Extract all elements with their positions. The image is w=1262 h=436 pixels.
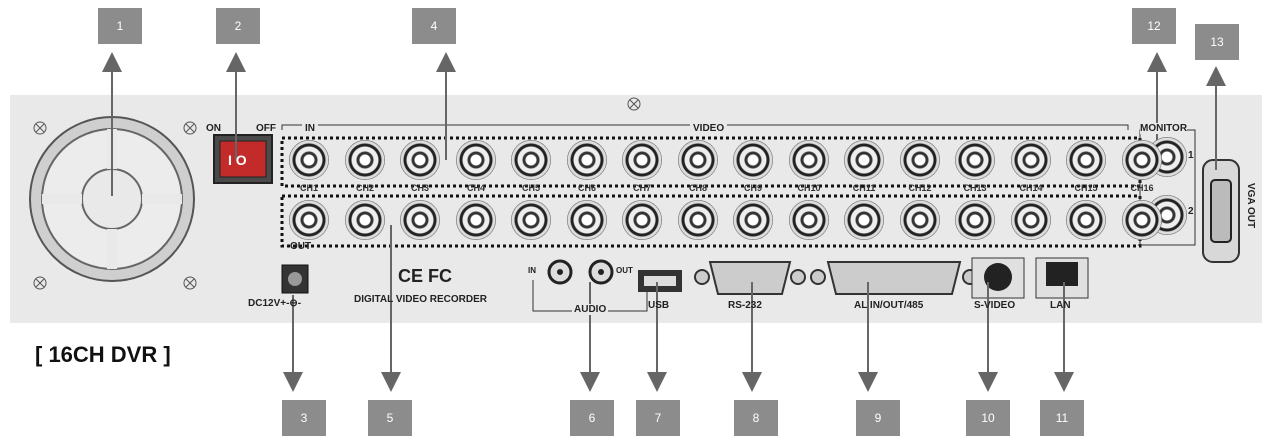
- monitor-label: MONITOR: [1140, 123, 1188, 134]
- channel-label: CH10: [797, 183, 821, 193]
- callout-12: 12: [1132, 8, 1176, 44]
- video-out-bnc-port: [678, 200, 718, 240]
- video-in-bnc-port: [733, 140, 773, 180]
- video-out-bnc-port: [844, 200, 884, 240]
- power-input-label: DC12V+-⊖-: [248, 298, 302, 309]
- video-out-bnc-port: [1066, 200, 1106, 240]
- video-in-bnc-port: [1066, 140, 1106, 180]
- screw-icon: [33, 97, 641, 290]
- callout-1: 1: [98, 8, 142, 44]
- channel-label: CH8: [688, 183, 707, 193]
- video-in-bnc-port: [622, 140, 662, 180]
- video-out-bnc-port: [900, 200, 940, 240]
- callout-10: 10: [966, 400, 1010, 436]
- video-in-bnc-port: [1122, 140, 1162, 180]
- video-in-bnc-port: [844, 140, 884, 180]
- rs232-label: RS-232: [728, 300, 762, 311]
- video-out-bnc-port: [1011, 200, 1051, 240]
- usb-label: USB: [648, 300, 670, 311]
- video-out-bnc-port: [456, 200, 496, 240]
- callout-3: 3: [282, 400, 326, 436]
- callout-11: 11: [1040, 400, 1084, 436]
- switch-on-label: ON: [206, 123, 221, 134]
- device-name-label: DIGITAL VIDEO RECORDER: [354, 294, 487, 305]
- channel-label: CH11: [852, 183, 876, 193]
- video-in-bnc-port: [678, 140, 718, 180]
- certification-marks: CE FC: [398, 266, 452, 286]
- channel-label: CH7: [632, 183, 651, 193]
- channel-label: CH6: [577, 183, 596, 193]
- callout-13: 13: [1195, 24, 1239, 60]
- video-out-bnc-port: [511, 200, 551, 240]
- video-out-bnc-port: [622, 200, 662, 240]
- video-in-bnc-port: [567, 140, 607, 180]
- channel-label: CH9: [743, 183, 762, 193]
- vga-out-label: VGA OUT: [1245, 182, 1257, 229]
- channel-label: CH13: [963, 183, 987, 193]
- video-out-bnc-port: [289, 200, 329, 240]
- callout-5: 5: [368, 400, 412, 436]
- channel-label: CH1: [299, 183, 318, 193]
- video-in-bnc-port: [789, 140, 829, 180]
- monitor-2-label: 2: [1188, 206, 1194, 217]
- video-in-bnc-port: [345, 140, 385, 180]
- channel-label: CH14: [1019, 183, 1043, 193]
- callout-8: 8: [734, 400, 778, 436]
- video-in-label: IN: [302, 123, 318, 134]
- video-out-bnc-port: [1122, 200, 1162, 240]
- video-out-bnc-port: [567, 200, 607, 240]
- callout-7: 7: [636, 400, 680, 436]
- audio-in-label: IN: [528, 266, 536, 275]
- video-in-bnc-port: [289, 140, 329, 180]
- callout-4: 4: [412, 8, 456, 44]
- video-out-label: OUT: [290, 241, 312, 252]
- channel-label: CH15: [1074, 183, 1098, 193]
- channel-label: CH12: [908, 183, 932, 193]
- callout-6: 6: [570, 400, 614, 436]
- video-in-bnc-port: [900, 140, 940, 180]
- video-in-bnc-port: [400, 140, 440, 180]
- video-in-bnc-port: [511, 140, 551, 180]
- audio-out-label: OUT: [616, 266, 633, 275]
- monitor-1-label: 1: [1188, 150, 1194, 161]
- callout-2: 2: [216, 8, 260, 44]
- channel-label: CH16: [1130, 183, 1154, 193]
- lan-label: LAN: [1050, 300, 1071, 311]
- video-label: VIDEO: [690, 123, 728, 134]
- channel-label: CH3: [410, 183, 429, 193]
- video-out-bnc-port: [955, 200, 995, 240]
- video-in-bnc-port: [1011, 140, 1051, 180]
- video-out-bnc-port: [789, 200, 829, 240]
- channel-label: CH5: [521, 183, 540, 193]
- channel-label: CH4: [466, 183, 485, 193]
- alarm-label: AL IN/OUT/485: [854, 300, 924, 311]
- video-in-bnc-port: [955, 140, 995, 180]
- switch-marking: I O: [228, 152, 247, 168]
- channel-label: CH2: [355, 183, 374, 193]
- switch-off-label: OFF: [256, 123, 276, 134]
- svideo-label: S-VIDEO: [974, 300, 1016, 311]
- audio-label: AUDIO: [572, 304, 609, 315]
- video-in-bnc-port: [456, 140, 496, 180]
- callout-9: 9: [856, 400, 900, 436]
- video-out-bnc-port: [400, 200, 440, 240]
- video-out-bnc-port: [345, 200, 385, 240]
- diagram-title: [ 16CH DVR ]: [35, 342, 171, 367]
- video-out-bnc-port: [733, 200, 773, 240]
